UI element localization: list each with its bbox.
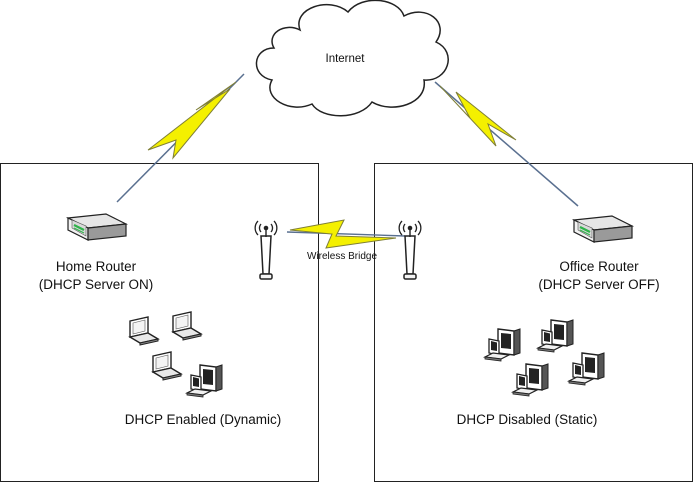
desktop-computer-icon [537, 319, 574, 353]
wireless-bridge-label: Wireless Bridge [307, 251, 377, 262]
home-site-box [0, 163, 319, 482]
lightning-bolt-icon [439, 85, 517, 147]
office-router-name: Office Router [559, 259, 639, 274]
antenna-icon [254, 220, 278, 280]
office-site-box [374, 163, 693, 482]
desktop-computer-icon [484, 328, 521, 362]
wireless-bridge-link [286, 219, 406, 249]
cloud-icon [255, 0, 449, 117]
desktop-computer-icon [512, 363, 549, 397]
desktop-computer-icon [186, 364, 223, 398]
lightning-bolt-icon [147, 81, 237, 160]
home-clients-label: DHCP Enabled (Dynamic) [125, 412, 282, 427]
desktop-computer-icon [568, 352, 605, 386]
office-router-status: (DHCP Server OFF) [538, 277, 659, 292]
home-router-status: (DHCP Server ON) [39, 277, 154, 292]
laptop-icon [129, 316, 159, 346]
antenna-icon [398, 220, 422, 280]
router-icon [66, 212, 128, 242]
internet-label: Internet [326, 53, 366, 65]
lightning-bolt-icon [289, 219, 397, 249]
home-router-name: Home Router [56, 259, 137, 274]
laptop-icon [152, 351, 182, 381]
home-internet-link [116, 73, 245, 203]
laptop-icon [172, 311, 202, 341]
office-internet-link [434, 81, 579, 207]
office-clients-label: DHCP Disabled (Static) [457, 412, 598, 427]
router-icon [572, 214, 634, 244]
